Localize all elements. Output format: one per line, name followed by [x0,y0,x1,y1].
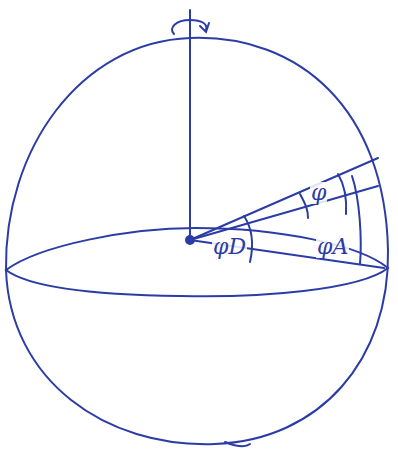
rotation-axis [189,10,191,238]
sphere-outline [6,38,388,444]
angle-label: φA [316,236,349,258]
angle-label: φ [310,182,327,204]
center-dot [186,236,194,244]
angle-arc [300,194,308,218]
angle-label: φD [212,236,247,258]
angle-arc [338,174,346,214]
ray [190,158,378,240]
rotation-arrowhead [200,23,209,32]
ray [190,186,378,240]
outline-tail [225,442,250,446]
angle-arc [352,176,361,264]
